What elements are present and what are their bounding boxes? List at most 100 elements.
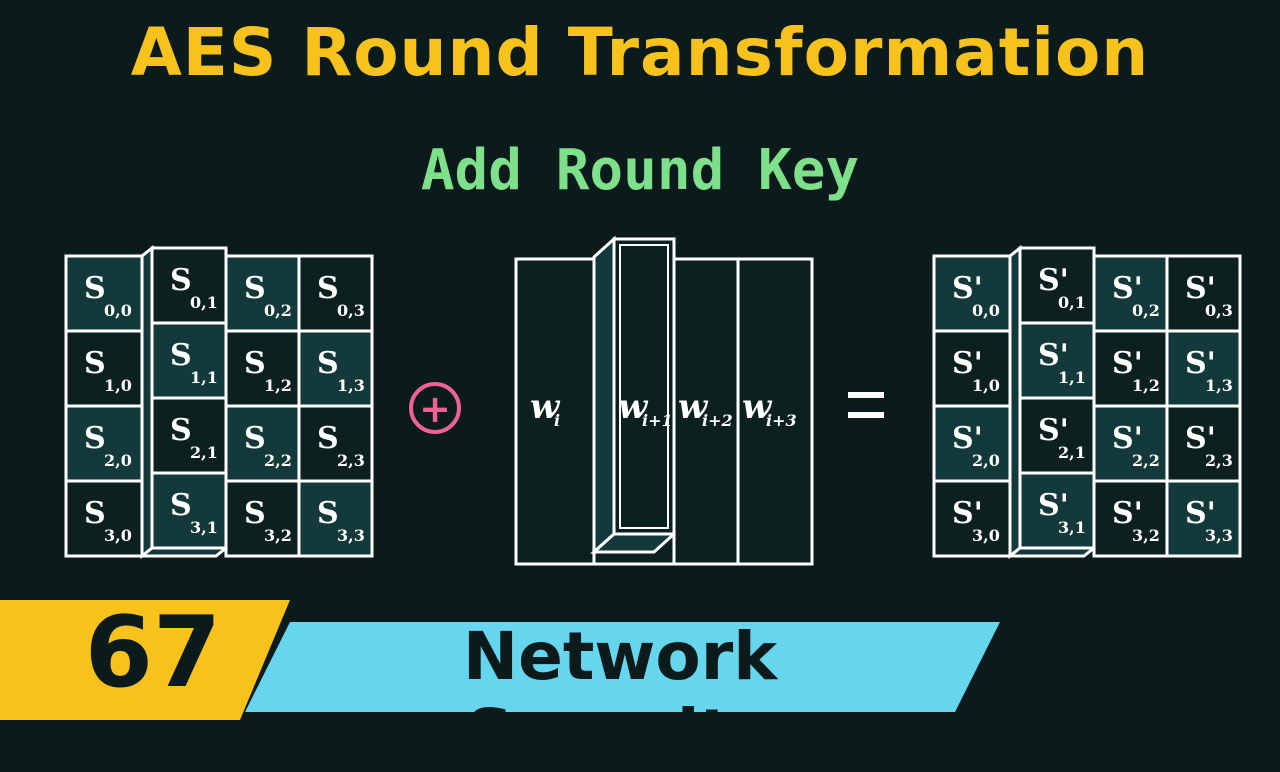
matrix-cell-label: S — [317, 421, 339, 456]
matrix-cell-subscript: 3,3 — [337, 526, 365, 545]
matrix-cell-label: S — [244, 271, 266, 306]
matrix-cell-subscript: 2,1 — [190, 443, 218, 462]
equals-operator — [848, 392, 884, 418]
matrix-cell-label: S — [170, 488, 192, 523]
matrix-cell-label: S — [84, 346, 106, 381]
matrix-cell-subscript: 1,1 — [190, 368, 218, 387]
matrix-cell-label: S' — [1038, 263, 1069, 298]
matrix-cell-inner — [72, 262, 146, 325]
matrix-cell-inner — [1026, 479, 1088, 542]
key-raised-side — [592, 235, 616, 556]
matrix-cell-subscript: 3,1 — [1058, 518, 1086, 537]
equals-bar-bottom — [848, 412, 884, 418]
equals-bar-top — [848, 392, 884, 398]
matrix-cell-label: S' — [1038, 338, 1069, 373]
key-word-subscript: i+1 — [642, 411, 673, 430]
matrix-cell-inner — [1100, 337, 1161, 400]
matrix-cell-inner — [232, 412, 293, 475]
matrix-cell-inner — [72, 487, 146, 550]
matrix-cell-subscript: 0,2 — [264, 301, 292, 320]
matrix-cell-inner — [158, 254, 220, 317]
matrix-cell-subscript: 3,0 — [972, 526, 1000, 545]
matrix-cell-subscript: 3,2 — [264, 526, 292, 545]
page-title: AES Round Transformation — [130, 14, 1150, 91]
matrix-cell-inner — [232, 337, 293, 400]
matrix-cell-inner — [1173, 487, 1234, 550]
matrix-cell-subscript: 0,1 — [190, 293, 218, 312]
matrix-cell-subscript: 3,1 — [190, 518, 218, 537]
matrix-cell-label: S — [317, 346, 339, 381]
matrix-cell-inner — [72, 412, 146, 475]
matrix-cell-subscript: 3,2 — [1132, 526, 1160, 545]
matrix-cell-subscript: 1,1 — [1058, 368, 1086, 387]
episode-number-shape — [0, 600, 290, 720]
matrix-cell-label: S' — [1038, 488, 1069, 523]
raised-column-side — [1008, 244, 1022, 560]
matrix-cell-inner — [158, 404, 220, 467]
matrix-cell-subscript: 0,1 — [1058, 293, 1086, 312]
matrix-cell-label: S — [170, 263, 192, 298]
matrix-cell-inner — [232, 262, 293, 325]
key-word-column — [736, 257, 814, 566]
matrix-cell-inner — [1100, 262, 1161, 325]
add-round-key-diagram: S0,0S1,0S2,0S3,0S0,1S1,1S2,1S3,1S0,2S1,2… — [64, 235, 1242, 566]
matrix-cell-subscript: 1,2 — [1132, 376, 1160, 395]
matrix-cell-inner — [232, 487, 293, 550]
key-word-subscript: i — [554, 411, 560, 430]
matrix-cell-label: S — [84, 421, 106, 456]
matrix-cell-label: S' — [952, 271, 983, 306]
matrix-cell-label: S' — [1112, 421, 1143, 456]
result-state-matrix: S'0,0S'1,0S'2,0S'3,0S'0,1S'1,1S'2,1S'3,1… — [932, 244, 1242, 560]
matrix-cell-label: S' — [952, 421, 983, 456]
matrix-cell-inner — [305, 337, 366, 400]
matrix-cell-subscript: 1,3 — [1205, 376, 1233, 395]
matrix-cell-label: S — [317, 271, 339, 306]
matrix-cell-subscript: 1,0 — [104, 376, 132, 395]
matrix-cell-inner — [305, 262, 366, 325]
matrix-cell-subscript: 2,0 — [104, 451, 132, 470]
matrix-cell-label: S — [84, 271, 106, 306]
section-subtitle: Add Round Key — [420, 138, 860, 203]
key-word-subscript: i+3 — [766, 411, 797, 430]
key-word-label: w — [618, 387, 649, 427]
matrix-cell-subscript: 3,3 — [1205, 526, 1233, 545]
series-title-shape — [245, 622, 1000, 712]
episode-banner — [0, 600, 1000, 720]
matrix-cell-subscript: 0,2 — [1132, 301, 1160, 320]
matrix-cell-label: S' — [952, 346, 983, 381]
matrix-cell-subscript: 2,0 — [972, 451, 1000, 470]
key-word-column — [672, 257, 740, 566]
matrix-cell-subscript: 1,2 — [264, 376, 292, 395]
key-word-label: w — [742, 387, 773, 427]
matrix-cell-label: S — [244, 421, 266, 456]
matrix-cell-inner — [1100, 412, 1161, 475]
matrix-cell-subscript: 0,3 — [337, 301, 365, 320]
matrix-cell-label: S — [244, 346, 266, 381]
matrix-cell-inner — [940, 262, 1014, 325]
matrix-cell-label: S' — [1112, 496, 1143, 531]
key-raised-inner — [619, 244, 669, 529]
matrix-cell-label: S' — [1112, 346, 1143, 381]
raised-column-bottom — [1005, 546, 1099, 558]
matrix-cell-subscript: 2,2 — [264, 451, 292, 470]
state-matrix: S0,0S1,0S2,0S3,0S0,1S1,1S2,1S3,1S0,2S1,2… — [64, 244, 374, 560]
matrix-cell-inner — [158, 479, 220, 542]
matrix-cell-label: S' — [1185, 496, 1216, 531]
series-title: Network Security — [462, 618, 778, 772]
matrix-cell-label: S' — [1038, 413, 1069, 448]
matrix-cell-label: S — [84, 496, 106, 531]
matrix-cell-inner — [940, 487, 1014, 550]
matrix-cell-subscript: 0,0 — [972, 301, 1000, 320]
xor-symbol: + — [419, 387, 451, 431]
raised-column-side — [140, 244, 154, 560]
matrix-cell-inner — [1100, 487, 1161, 550]
matrix-cell-label: S — [170, 413, 192, 448]
matrix-cell-subscript: 0,3 — [1205, 301, 1233, 320]
matrix-cell-subscript: 1,0 — [972, 376, 1000, 395]
matrix-cell-inner — [940, 337, 1014, 400]
matrix-cell-subscript: 2,3 — [337, 451, 365, 470]
matrix-cell-inner — [1026, 254, 1088, 317]
matrix-cell-label: S' — [1112, 271, 1143, 306]
matrix-cell-inner — [1173, 412, 1234, 475]
matrix-cell-inner — [72, 337, 146, 400]
